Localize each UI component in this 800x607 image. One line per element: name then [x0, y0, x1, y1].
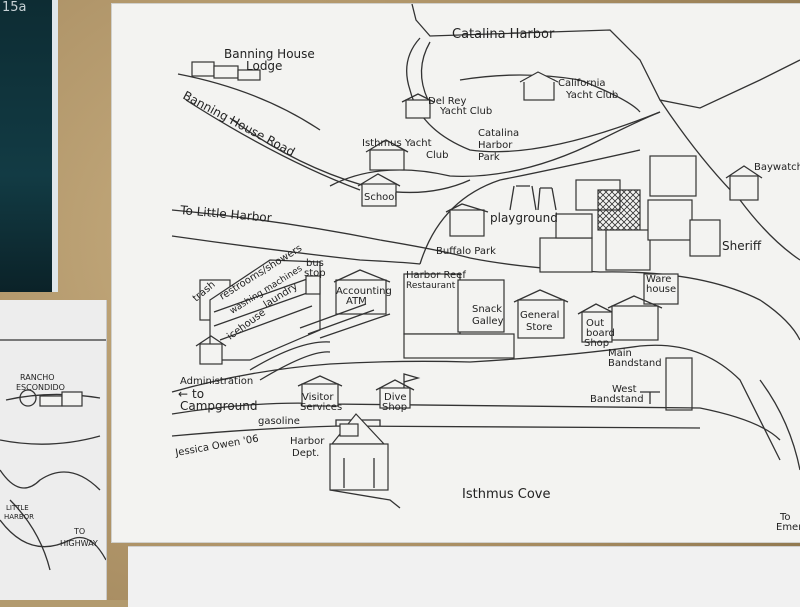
outboard-label-1: Out	[586, 318, 604, 329]
gasoline-label: gasoline	[258, 416, 300, 427]
artist-signature: Jessica Owen '06	[174, 433, 260, 459]
isthmus-map-sheet: Catalina Harbor Banning House Lodge Bann…	[112, 4, 800, 542]
warehouse-label-1: Ware	[646, 274, 671, 285]
isthmus-yacht-label: Isthmus Yacht	[362, 138, 432, 149]
main-bandstand-label: Bandstand	[608, 358, 662, 369]
campground-label: Campground	[180, 399, 258, 413]
visitor-label: Visitor	[302, 392, 334, 403]
services-label: Services	[300, 402, 342, 413]
playground-label: playground	[490, 211, 558, 225]
yacht-club-label: Yacht Club	[565, 90, 618, 101]
harbor-label: Harbor	[290, 436, 325, 447]
to-emergency-label-2: Emer	[776, 522, 800, 533]
atm-label: ATM	[346, 296, 367, 307]
bottom-sheet	[128, 546, 800, 607]
dept-label: Dept.	[292, 448, 319, 459]
banning-house-road-label: Banning House Road	[181, 88, 298, 159]
west-label: West	[612, 384, 637, 395]
del-rey-label: Del Rey	[428, 96, 466, 107]
accounting-label: Accounting	[336, 286, 392, 297]
california-label: California	[558, 78, 606, 89]
dive-label: Dive	[384, 392, 407, 403]
to-emergency-label-1: To	[779, 512, 791, 523]
administration-label: Administration	[180, 376, 253, 387]
catalina-harbor-label: Catalina Harbor	[452, 27, 555, 42]
restaurant-label: Restaurant	[406, 281, 456, 291]
rancho-label: RANCHO	[20, 373, 55, 382]
banning-house-label: Banning House	[224, 47, 315, 61]
to-label: TO	[73, 527, 85, 536]
lodge-label: Lodge	[246, 59, 282, 73]
harbor-inner-shore	[406, 37, 661, 153]
dark-poster-edge: 15a	[0, 0, 58, 292]
harbor-reef-label: Harbor Reef	[406, 270, 466, 281]
side-map-sheet: RANCHO ESCONDIDO LITTLE HARBOR TO HIGHWA…	[0, 300, 107, 600]
shop-label: Shop	[382, 402, 407, 413]
snack-label: Snack	[472, 304, 502, 315]
catalina-park-label-3: Park	[478, 152, 500, 163]
catalina-park-label-1: Catalina	[478, 128, 519, 139]
highway-label: HIGHWAY	[60, 539, 98, 548]
outboard-label-3: Shop	[584, 338, 609, 349]
to-label: to	[192, 387, 204, 401]
store-label: Store	[526, 322, 552, 333]
stop-label: stop	[304, 268, 326, 279]
escondido-label: ESCONDIDO	[16, 383, 65, 392]
edge-tag: 15a	[2, 0, 27, 15]
bus-label: bus	[306, 258, 324, 269]
harbor-coastline	[411, 4, 800, 109]
galley-label: Galley	[472, 316, 504, 327]
side-map: RANCHO ESCONDIDO LITTLE HARBOR TO HIGHWA…	[0, 339, 107, 571]
catalina-park-label-2: Harbor	[478, 140, 513, 151]
isthmus-cove-label: Isthmus Cove	[462, 487, 550, 502]
baywatch-label: Baywatch	[754, 162, 800, 173]
little-label: LITTLE	[6, 504, 29, 512]
to-campground-arrow: ←	[178, 387, 188, 401]
warehouse-label-2: house	[646, 284, 676, 295]
main-label: Main	[608, 348, 632, 359]
harbor-label: HARBOR	[4, 513, 34, 521]
to-little-harbor-label: To Little Harbor	[179, 203, 273, 225]
sheriff-label: Sheriff	[722, 239, 762, 253]
isthmus-club-label: Club	[426, 150, 448, 161]
general-label: General	[520, 310, 559, 321]
buffalo-park-label: Buffalo Park	[436, 246, 496, 257]
outboard-label-2: board	[586, 328, 615, 339]
school-label: School	[364, 192, 397, 203]
isthmus-map: Catalina Harbor Banning House Lodge Bann…	[171, 4, 800, 533]
del-rey-yacht-club-label: Yacht Club	[439, 106, 492, 117]
west-bandstand-label: Bandstand	[590, 394, 644, 405]
